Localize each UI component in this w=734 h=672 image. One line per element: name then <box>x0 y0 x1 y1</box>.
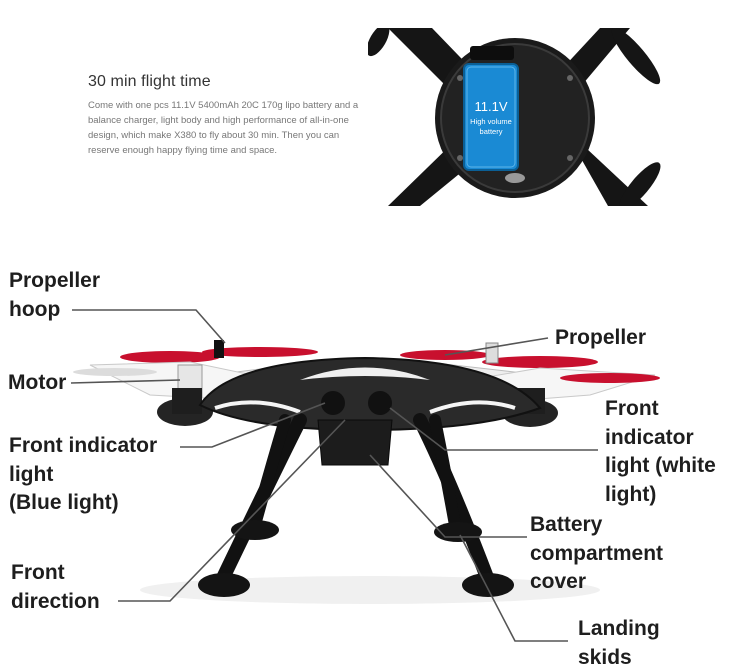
landing-foot <box>462 573 514 597</box>
label-front-indicator-white: Front indicator light (white light) <box>605 397 716 506</box>
battery-caption-line-1: High volume <box>470 117 512 126</box>
leader-front-indicator-white <box>389 407 598 451</box>
leader-front-indicator-blue <box>180 402 326 448</box>
rear-left-propeller <box>120 340 318 363</box>
label-battery-compartment-cover: Battery compartment cover <box>530 513 664 593</box>
label-landing-skids: Landing skids <box>578 617 660 669</box>
leader-front-direction <box>118 419 346 602</box>
flight-time-banner: 30 min flight time Come with one pcs 11.… <box>0 0 734 212</box>
battery-voltage-text: 11.1V <box>474 99 507 114</box>
battery-compartment-box <box>317 419 393 466</box>
label-propeller: Propeller <box>555 326 647 349</box>
battery-caption-line-2: battery <box>480 127 503 136</box>
drone-illustration <box>70 309 660 642</box>
battery-top-view-photo: 11.1V High volume battery <box>368 28 663 206</box>
leader-landing-skids <box>459 534 568 642</box>
flight-time-description: Come with one pcs 11.1V 5400mAh 20C 170g… <box>88 100 359 156</box>
label-propeller-hoop: Propeller hoop <box>9 269 101 321</box>
landing-foot <box>198 573 250 597</box>
leader-motor <box>70 379 181 384</box>
label-front-direction: Front direction <box>11 561 100 613</box>
leader-battery-cover <box>369 454 527 538</box>
front-indicator-right <box>368 391 392 415</box>
leader-propeller <box>444 337 549 356</box>
label-front-indicator-blue: Front indicator light (Blue light) <box>9 434 158 514</box>
leader-propeller-hoop <box>72 309 226 344</box>
front-indicator-left <box>321 391 345 415</box>
label-motor: Motor <box>8 371 67 394</box>
battery-pack <box>463 63 519 171</box>
flight-time-title: 30 min flight time <box>88 73 211 90</box>
